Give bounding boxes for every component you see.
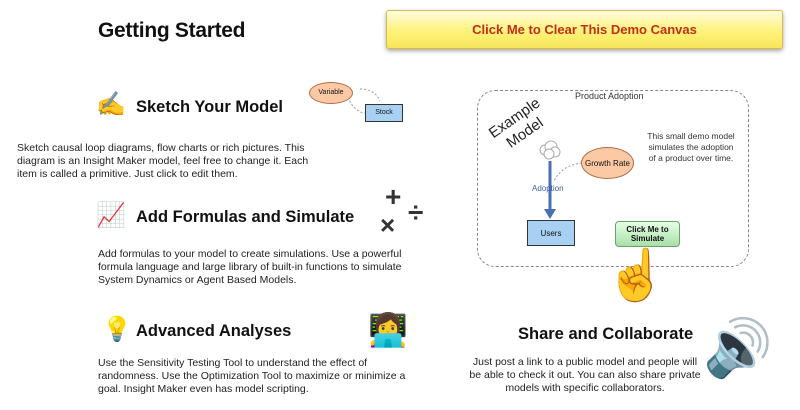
growth-rate-variable[interactable]: Growth Rate: [581, 147, 634, 179]
writing-hand-icon: ✍: [96, 91, 126, 118]
share-title: Share and Collaborate: [518, 325, 694, 343]
page-title: Getting Started: [98, 19, 246, 42]
section-text-formulas: Add formulas to your model to create sim…: [98, 248, 402, 286]
chart-increasing-icon: 📈: [96, 202, 126, 229]
plus-icon: +: [385, 181, 402, 212]
mini-stock-node[interactable]: Stock: [365, 104, 403, 122]
analyst-icon: 👩‍💻: [368, 312, 408, 348]
section-text-sketch: Sketch causal loop diagrams, flow charts…: [17, 142, 309, 180]
clear-canvas-button[interactable]: Click Me to Clear This Demo Canvas: [386, 10, 783, 49]
section-text-analyses: Use the Sensitivity Testing Tool to unde…: [98, 357, 406, 395]
demo-folder[interactable]: [477, 90, 749, 267]
demo-folder-title: Product Adoption: [575, 91, 644, 101]
share-text: Just post a link to a public model and p…: [469, 356, 701, 394]
times-icon: ×: [380, 210, 396, 240]
adoption-flow-label: Adoption: [532, 184, 564, 193]
users-stock[interactable]: Users: [527, 220, 575, 246]
speaker-icon: 🔊: [703, 316, 773, 379]
light-bulb-icon: 💡: [102, 316, 132, 343]
adoption-flow[interactable]: [520, 135, 610, 225]
mini-diagram-link: [347, 88, 381, 114]
section-title-sketch: Sketch Your Model: [136, 98, 284, 116]
demo-description: This small demo model simulates the adop…: [647, 131, 735, 163]
pointing-up-icon: ☝: [605, 247, 668, 303]
section-title-formulas: Add Formulas and Simulate: [136, 208, 355, 226]
divide-icon: ÷: [408, 197, 424, 228]
simulate-button[interactable]: Click Me to Simulate: [615, 221, 680, 247]
section-title-analyses: Advanced Analyses: [136, 322, 292, 340]
mini-variable-node[interactable]: Variable: [309, 82, 353, 104]
